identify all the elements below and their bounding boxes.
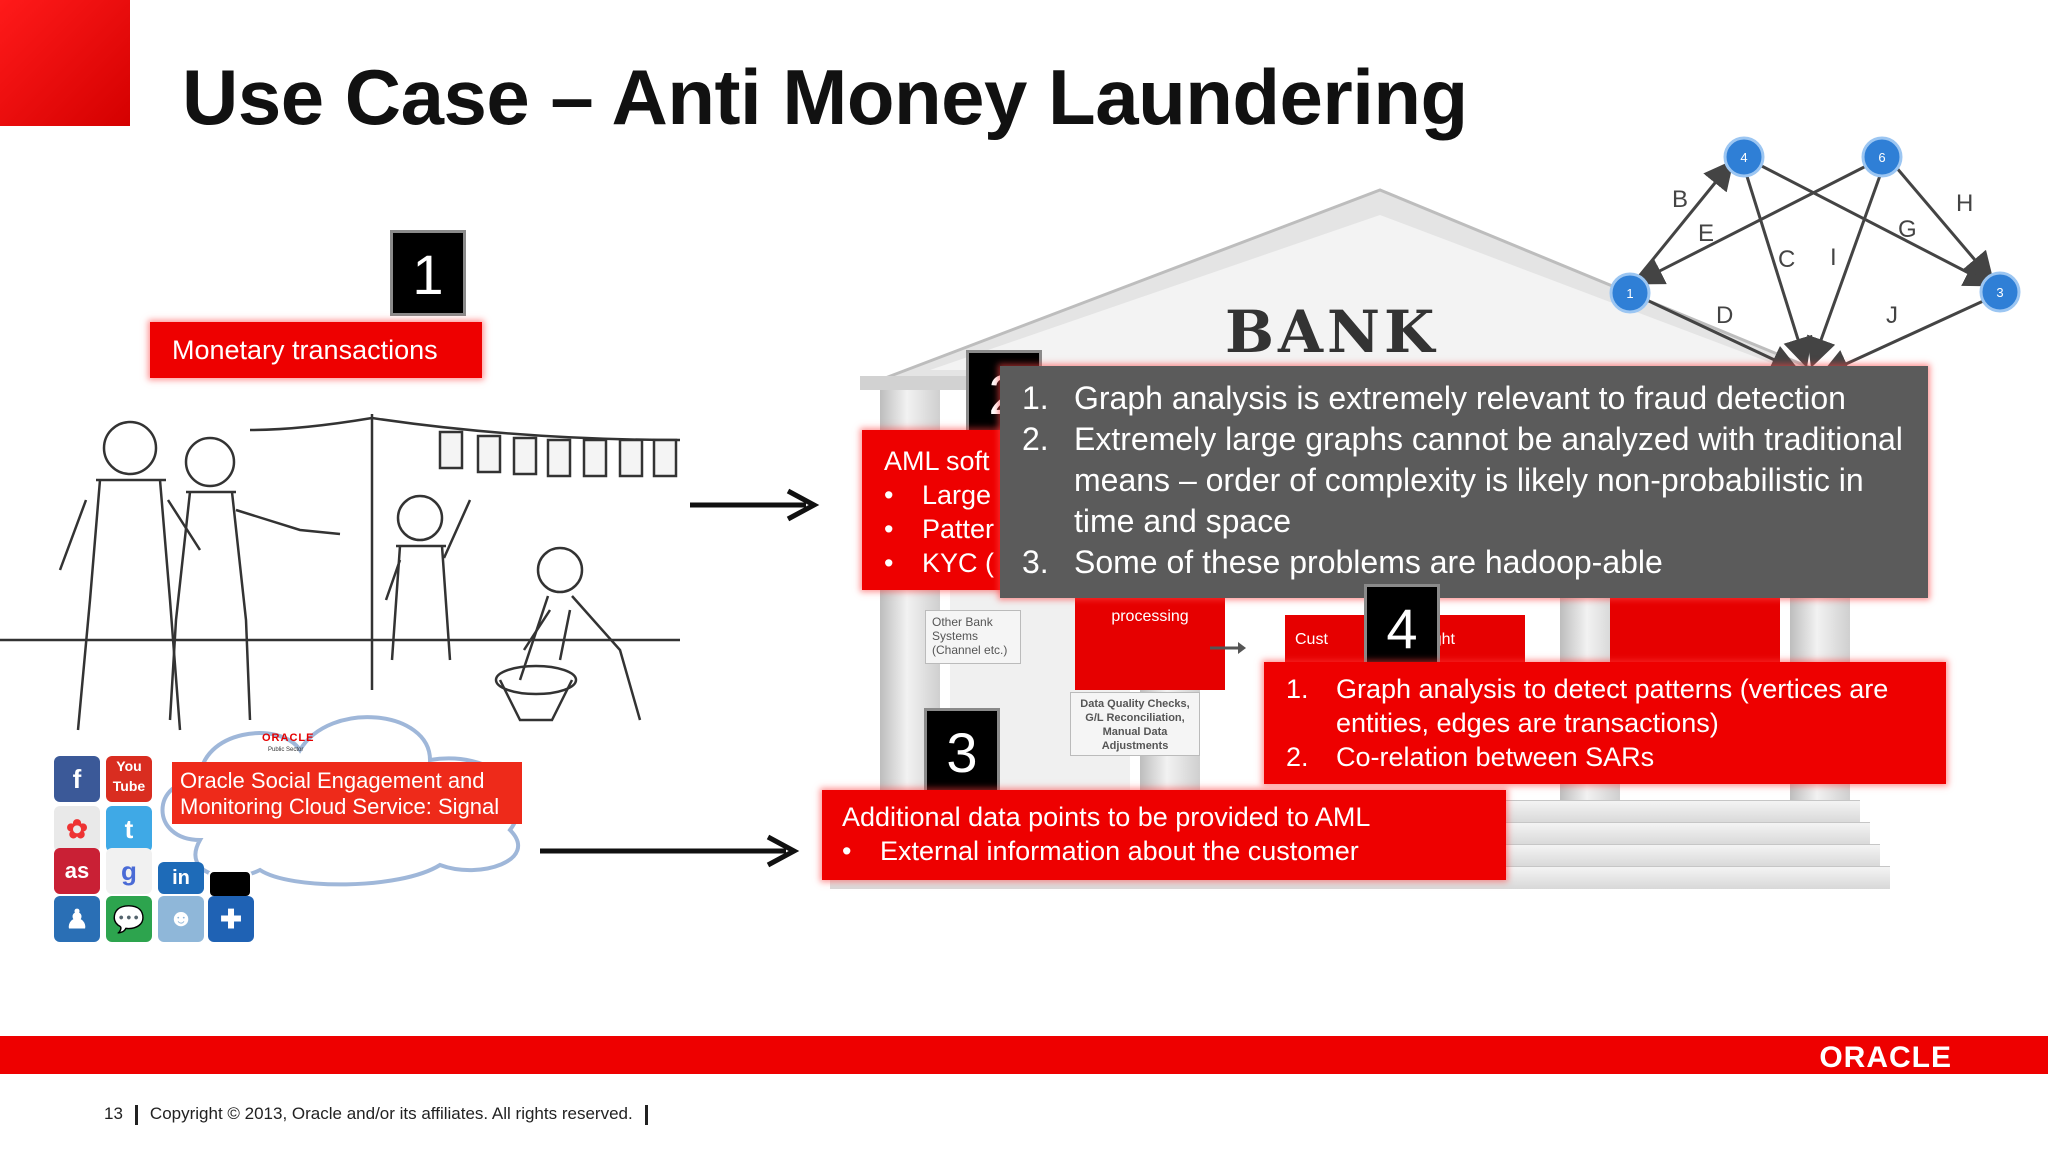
oracle-logo: ORACLE bbox=[1819, 1041, 1952, 1074]
page-number: 13 bbox=[104, 1104, 123, 1123]
node-label: 6 bbox=[1878, 150, 1885, 165]
monetary-transactions-label: Monetary transactions bbox=[150, 322, 482, 378]
edge-label: B bbox=[1672, 186, 1688, 213]
graph-edge bbox=[1743, 169, 1813, 368]
additional-data-box: Additional data points to be provided to… bbox=[822, 790, 1506, 880]
graph-edge bbox=[1635, 293, 1801, 374]
callout-item: 1.Graph analysis is extremely relevant t… bbox=[1022, 380, 1846, 416]
aml-software-box: AML soft •Large •Patter •KYC ( bbox=[862, 430, 1012, 590]
graph-analysis-callout: 1.Graph analysis is extremely relevant t… bbox=[1000, 366, 1928, 598]
linkedin-icon: in bbox=[158, 862, 204, 894]
corner-accent bbox=[0, 0, 130, 126]
edge-label: J bbox=[1886, 302, 1898, 329]
graph-node bbox=[1861, 136, 1903, 178]
callout-item: 2.Extremely large graphs cannot be analy… bbox=[1022, 421, 1903, 539]
graph-node bbox=[1723, 136, 1765, 178]
reddit-icon: ☻ bbox=[158, 896, 204, 942]
lastfm-icon: as bbox=[54, 848, 100, 894]
footer: 13 Copyright © 2013, Oracle and/or its af… bbox=[104, 1104, 660, 1125]
edge-label: G bbox=[1898, 216, 1917, 243]
twitter-icon: t bbox=[106, 806, 152, 852]
graph-node bbox=[1979, 271, 2021, 313]
node-label: 3 bbox=[1996, 285, 2003, 300]
oracle-mini-logo: ORACLE bbox=[262, 732, 315, 744]
oracle-mini-sub: Public Sector bbox=[268, 747, 304, 753]
aml-bullet: •KYC ( bbox=[884, 548, 995, 578]
graph-edge bbox=[1819, 295, 1993, 378]
myspace-icon: ♟ bbox=[54, 896, 100, 942]
bank-arrow bbox=[1210, 642, 1246, 654]
bank-sign: BANK bbox=[1225, 298, 1439, 366]
graph-edge bbox=[1633, 158, 1879, 285]
data-quality-panel: Data Quality Checks, G/L Reconciliation,… bbox=[1070, 692, 1200, 756]
step-4-badge: 4 bbox=[1364, 584, 1440, 670]
copyright: Copyright © 2013, Oracle and/or its affi… bbox=[149, 1104, 633, 1123]
step-1-badge: 1 bbox=[390, 230, 466, 316]
aml-heading: AML soft bbox=[884, 446, 990, 476]
graph-node bbox=[1609, 272, 1651, 314]
footer-bar bbox=[0, 1036, 2048, 1074]
edge-label: C bbox=[1778, 246, 1795, 273]
processing-panel: processing bbox=[1075, 590, 1225, 690]
footer-divider bbox=[644, 1104, 648, 1125]
social-cloud-label: Oracle Social Engagement and Monitoring … bbox=[172, 762, 522, 824]
edge-label: D bbox=[1716, 302, 1733, 329]
graph-analysis-item: 1.Graph analysis to detect patterns (ver… bbox=[1286, 674, 1889, 738]
messenger-icon: ✚ bbox=[208, 896, 254, 942]
aml-bullet: •Large bbox=[884, 480, 992, 510]
additional-data-heading: Additional data points to be provided to… bbox=[842, 802, 1371, 832]
graph-analysis-item: 2.Co-relation between SARs bbox=[1286, 742, 1655, 772]
node-label: 1 bbox=[1626, 286, 1633, 301]
graph-edge bbox=[1807, 169, 1884, 368]
graph-edge bbox=[1888, 159, 1994, 283]
footer-divider bbox=[134, 1104, 138, 1125]
additional-data-bullet: •External information about the customer bbox=[842, 836, 1359, 866]
edge-label: E bbox=[1698, 220, 1714, 247]
graph-analysis-box: 1.Graph analysis to detect patterns (ver… bbox=[1264, 662, 1946, 784]
edge-label: I bbox=[1830, 244, 1837, 271]
graph-edge bbox=[1626, 159, 1734, 291]
callout-item: 3.Some of these problems are hadoop-able bbox=[1022, 544, 1663, 580]
arrow-to-aml bbox=[690, 488, 820, 522]
other-bank-systems: Other Bank Systems (Channel etc.) bbox=[925, 610, 1021, 664]
google-icon: g bbox=[106, 848, 152, 894]
graph-edge bbox=[1749, 158, 1995, 287]
slide-title: Use Case – Anti Money Laundering bbox=[182, 53, 1468, 141]
facebook-icon: f bbox=[54, 756, 100, 802]
graph-diagram: B E C I G H D J 4 6 1 3 bbox=[1609, 136, 2021, 378]
edge-label: H bbox=[1956, 190, 1973, 217]
node-label: 4 bbox=[1740, 150, 1747, 165]
step-3-badge: 3 bbox=[924, 708, 1000, 794]
money-laundering-cartoon bbox=[0, 414, 681, 731]
delicious-icon bbox=[208, 870, 252, 898]
aml-bullet: •Patter bbox=[884, 514, 995, 544]
arrow-to-additional-data bbox=[540, 834, 800, 868]
customer-text-left: Cust bbox=[1295, 631, 1328, 648]
picasa-icon: ✿ bbox=[54, 806, 100, 852]
chat-icon: 💬 bbox=[106, 896, 152, 942]
